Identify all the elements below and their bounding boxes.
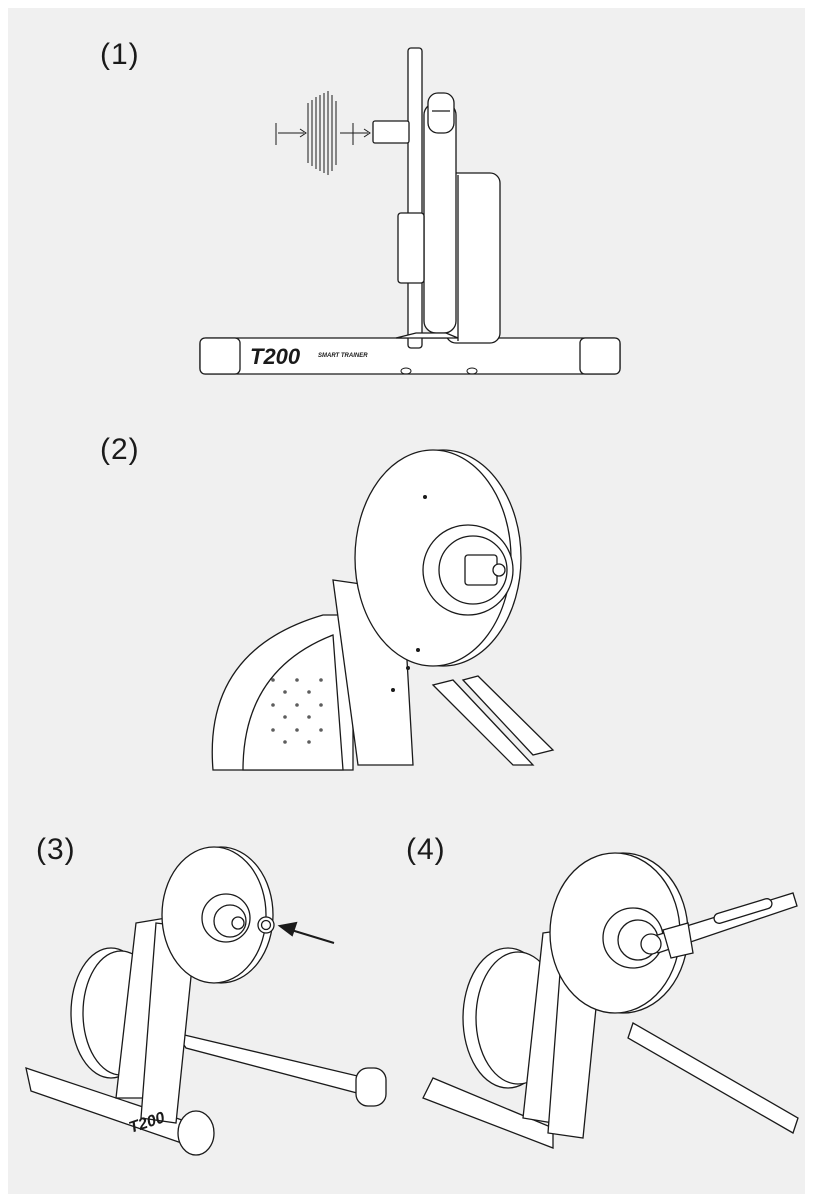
step-1-label: (1) <box>100 38 140 71</box>
manual-page: (1) <box>8 8 805 1194</box>
trainer-side-view-illustration: T200 SMART TRAINER <box>178 33 638 383</box>
step-1-brand: T200 <box>250 344 301 369</box>
step-1-brand-sub: SMART TRAINER <box>318 353 368 359</box>
step-2-label: (2) <box>100 433 140 466</box>
step-3-label: (3) <box>36 833 76 866</box>
cassette-wrench-illustration <box>413 848 803 1148</box>
spacer-ring-illustration: T200 <box>16 843 396 1173</box>
step-4-label: (4) <box>406 833 446 866</box>
freehub-closeup-illustration <box>203 440 623 770</box>
